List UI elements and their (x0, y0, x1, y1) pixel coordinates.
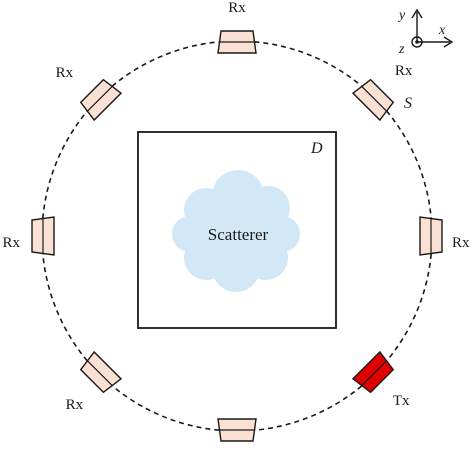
rx-label: Rx (452, 235, 470, 251)
rx-label: Rx (56, 65, 74, 81)
coordinate-axes (411, 8, 454, 48)
x-axis-arrowhead (443, 36, 454, 48)
z-axis-label: z (398, 42, 405, 57)
receiver-antenna (351, 78, 395, 122)
z-axis-dot (415, 40, 419, 44)
y-axis-label: y (397, 8, 406, 23)
receiver-antenna (419, 216, 443, 256)
region-label: S (404, 95, 412, 112)
antenna-horn (79, 78, 123, 122)
antenna-aperture-line (361, 360, 387, 386)
transmitter-antenna (351, 350, 395, 394)
scatterer-cloud (172, 170, 300, 292)
rx-label: Rx (228, 0, 246, 16)
antenna-aperture-line (361, 86, 387, 112)
antenna-horn (79, 350, 123, 394)
receiver-antenna (79, 78, 123, 122)
rx-label: Rx (2, 235, 20, 251)
receiver-antenna (217, 30, 257, 54)
antenna-aperture-line (87, 360, 113, 386)
receiver-antenna (217, 418, 257, 442)
receiver-antenna (79, 350, 123, 394)
receiver-antenna (31, 216, 55, 256)
z-axis-symbol (411, 36, 423, 48)
tx-label: Tx (393, 393, 410, 409)
domain-box (137, 131, 337, 329)
scatterer-label: Scatterer (208, 225, 269, 244)
x-axis-label: x (438, 23, 446, 38)
antenna-horn (351, 78, 395, 122)
antenna-aperture-line (87, 86, 113, 112)
antenna-horn (351, 350, 395, 394)
y-axis-arrowhead (411, 8, 423, 19)
domain-label: D (310, 140, 323, 157)
rx-label: Rx (66, 397, 84, 413)
rx-label: Rx (395, 63, 413, 79)
